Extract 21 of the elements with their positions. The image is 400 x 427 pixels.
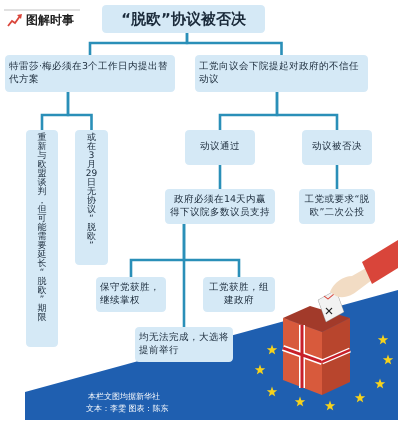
process-box: 动议被否决 [302, 130, 372, 165]
title-box: “脱欧”协议被否决 [102, 5, 265, 33]
connector-line [182, 224, 186, 327]
credit-note: 文本：李雯 图表：陈东 [86, 403, 169, 414]
process-box: 均无法完成，大选将提前举行 [135, 327, 233, 362]
process-box: 保守党获胜，继续掌权 [96, 277, 166, 312]
process-box: 重新与欧盟谈判，但可能需要延长“脱欧”期限 [26, 130, 58, 347]
process-box: 动议通过 [185, 130, 255, 165]
process-box: 工党或要求“脱欧”二次公投 [299, 189, 375, 224]
connector-line [186, 33, 283, 55]
connector-line [276, 92, 338, 130]
process-box: 或在3月29日无协议“脱欧” [75, 130, 108, 265]
section-heading: 图解时事 [26, 12, 74, 29]
source-note: 本栏文图均据新华社 [88, 391, 160, 402]
process-box: 工党向议会下院提起对政府的不信任动议 [195, 55, 368, 92]
process-box: 政府必须在14天内赢得下议院多数议员支持 [165, 189, 275, 224]
connector-line [336, 165, 338, 189]
connector-line [66, 92, 93, 130]
connector-line [218, 165, 222, 189]
process-box: 工党获胜，组建政府 [203, 277, 275, 312]
process-box: 特雷莎·梅必须在3个工作日内提出替代方案 [5, 55, 175, 92]
